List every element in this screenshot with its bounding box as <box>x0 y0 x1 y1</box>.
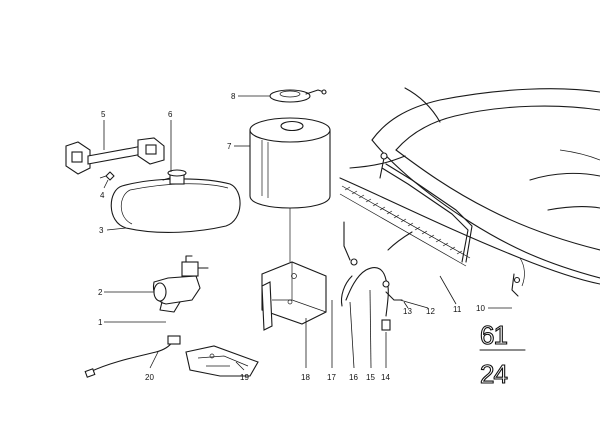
label-6: 6 <box>168 110 173 119</box>
label-3: 3 <box>99 226 104 235</box>
part-2-pump <box>152 255 209 313</box>
label-19: 19 <box>240 373 249 382</box>
label-2: 2 <box>98 288 103 297</box>
part-18-mount <box>261 261 327 331</box>
part-labels: 8 7 5 6 4 3 2 1 20 19 18 17 16 15 14 13 … <box>98 92 485 382</box>
label-16: 16 <box>349 373 358 382</box>
part-4-clip <box>99 171 115 181</box>
label-12: 12 <box>426 307 435 316</box>
part-14-clip <box>381 319 391 331</box>
group-sub: 24 <box>480 359 507 389</box>
label-13: 13 <box>403 307 412 316</box>
label-1: 1 <box>98 318 103 327</box>
part-8-cap <box>269 89 327 103</box>
hoses <box>340 221 413 317</box>
label-18: 18 <box>301 373 310 382</box>
label-11: 11 <box>453 305 462 314</box>
label-20: 20 <box>145 373 154 382</box>
part-20-wire <box>84 335 181 378</box>
label-15: 15 <box>366 373 375 382</box>
label-8: 8 <box>231 92 236 101</box>
label-5: 5 <box>101 110 106 119</box>
label-7: 7 <box>227 142 232 151</box>
part-7-reservoir <box>249 117 331 262</box>
group-main: 61 <box>480 320 507 350</box>
label-10: 10 <box>476 304 485 313</box>
label-4: 4 <box>100 191 105 200</box>
label-17: 17 <box>327 373 336 382</box>
part-5-bracket <box>65 137 165 175</box>
group-number: 61 24 <box>479 319 526 390</box>
leader-lines <box>103 95 512 371</box>
part-3-tank <box>110 169 241 233</box>
car-body-outline <box>339 87 600 297</box>
part-19-bracket <box>185 345 259 377</box>
part-13-nozzle <box>385 291 403 301</box>
label-14: 14 <box>381 373 390 382</box>
